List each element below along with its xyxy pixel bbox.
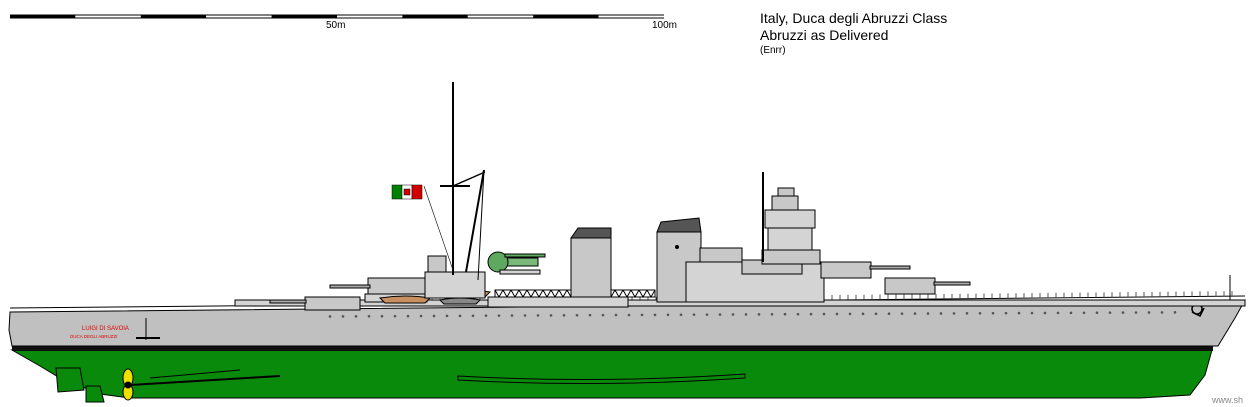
underwater-hull xyxy=(10,349,1213,399)
boot-topping xyxy=(12,346,1213,351)
scale-segment xyxy=(140,15,207,18)
rudder xyxy=(55,367,85,393)
italian-flag-icon xyxy=(391,184,423,200)
scale-segment xyxy=(467,15,534,18)
scale-segment xyxy=(533,15,599,18)
drawing-credit: (Enrr) xyxy=(760,45,786,56)
aft-superstructure xyxy=(424,271,486,299)
propeller xyxy=(122,368,134,401)
fore-turret-upper xyxy=(820,261,911,279)
scale-segment xyxy=(337,15,403,18)
aircraft-crane xyxy=(465,169,485,273)
scale-segment xyxy=(402,15,468,18)
drawing-title: Italy, Duca degli Abruzzi Class xyxy=(760,10,948,26)
scale-segment xyxy=(598,15,664,18)
drawing-subtitle: Abruzzi as Delivered xyxy=(760,27,889,43)
fore-turret-lower xyxy=(884,277,971,295)
bridge-tower xyxy=(761,187,821,265)
portholes xyxy=(328,311,1177,318)
aft-turret-lower xyxy=(269,296,361,311)
aft-funnel xyxy=(570,237,612,301)
scale-segment xyxy=(206,15,272,18)
scale-segment xyxy=(10,15,76,18)
hull-name-line2: DUCA DEGLI ABRUZZI xyxy=(70,334,118,339)
seaplane-icon xyxy=(487,251,546,275)
scale-segment xyxy=(271,15,337,18)
scale-label-50m: 50m xyxy=(326,20,346,31)
scale-segment xyxy=(75,15,141,18)
propeller-shaft xyxy=(129,375,281,386)
watermark: www.sh xyxy=(1212,395,1244,405)
scale-label-100m: 100m xyxy=(652,20,678,31)
hull-name-line1: LUIGI DI SAVOIA xyxy=(82,326,129,332)
bilge-keel xyxy=(457,373,746,385)
